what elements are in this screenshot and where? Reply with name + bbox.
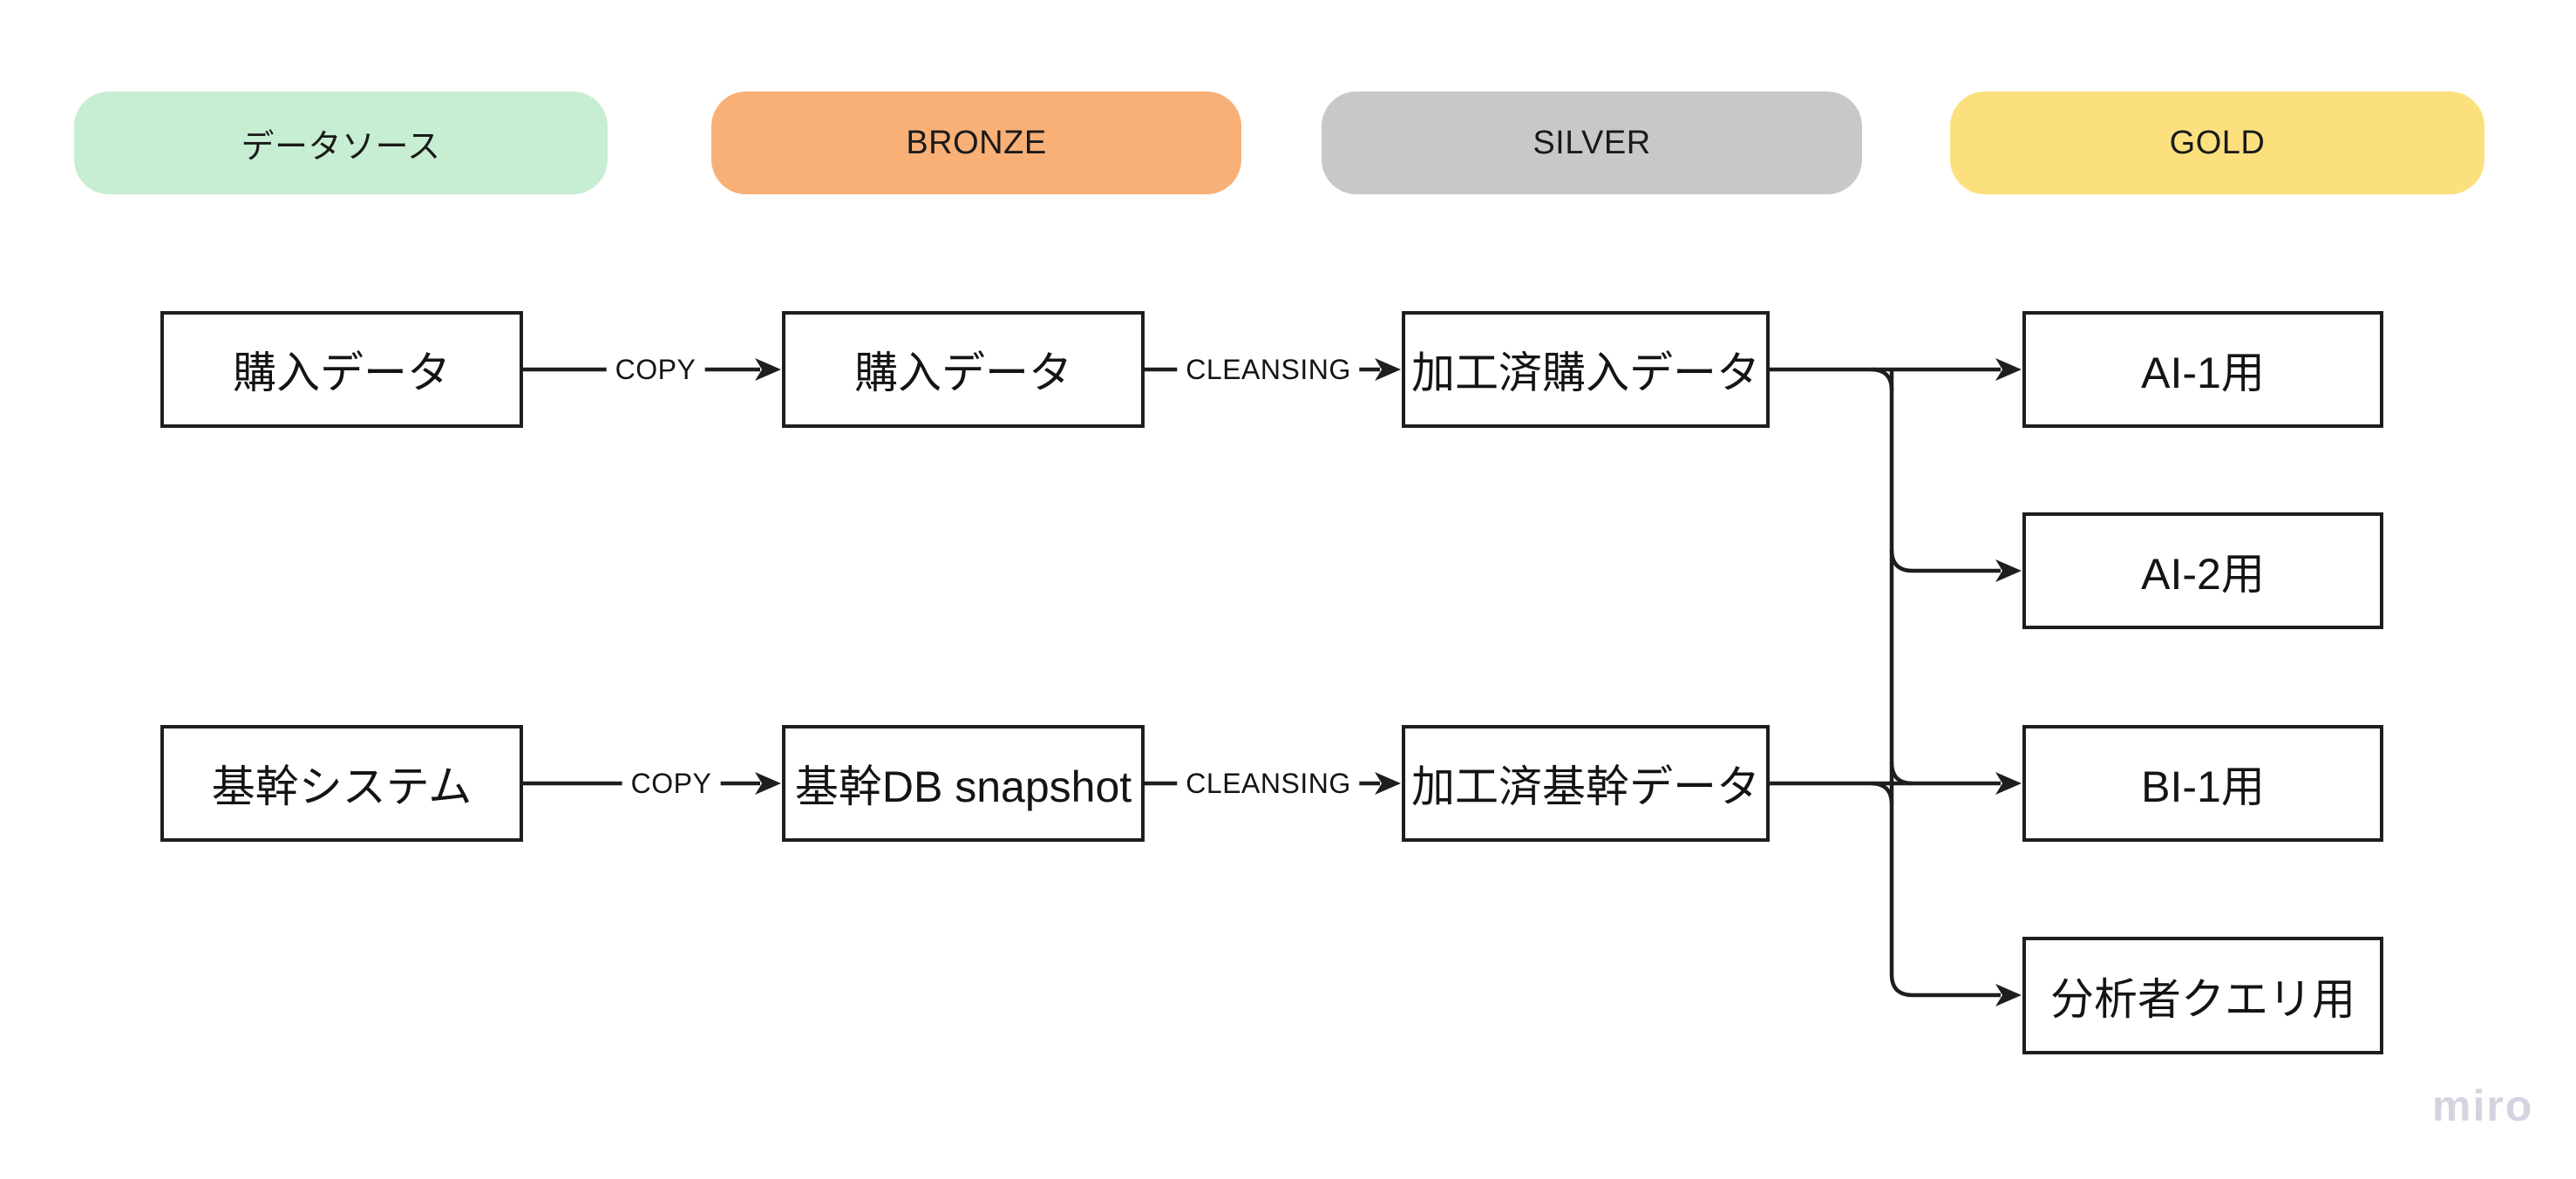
node-label: 基幹システム	[211, 762, 472, 811]
arrowhead-icon	[1995, 984, 2022, 1006]
node-core-bronze[interactable]: 基幹DB snapshot	[782, 725, 1145, 842]
lane-pill-silver[interactable]: SILVER	[1322, 91, 1862, 194]
lane-pill-bronze[interactable]: BRONZE	[711, 91, 1241, 194]
node-gold-ai1[interactable]: AI-1用	[2022, 311, 2383, 428]
arrowhead-icon	[1995, 358, 2022, 381]
arrowhead-icon	[1375, 358, 1401, 381]
node-purchase-bronze[interactable]: 購入データ	[782, 311, 1145, 428]
lane-pill-datasource[interactable]: データソース	[74, 91, 608, 194]
connector-core-silver-to-bi1[interactable]	[1770, 762, 2022, 805]
connector-bus-to-ai2[interactable]	[1889, 549, 2022, 582]
edge-label-copy-purchase[interactable]: COPY	[606, 353, 705, 386]
edge-label-copy-core[interactable]: COPY	[622, 767, 721, 800]
node-purchase-silver[interactable]: 加工済購入データ	[1402, 311, 1770, 428]
node-label: 加工済基幹データ	[1411, 762, 1760, 811]
connector-junction-fillet	[1889, 762, 1913, 786]
arrowhead-icon	[755, 772, 781, 795]
arrowhead-icon	[1995, 772, 2022, 795]
connector-junction-fillet	[1870, 367, 1894, 391]
node-gold-bi1[interactable]: BI-1用	[2022, 725, 2383, 842]
node-label: AI-1用	[2141, 349, 2265, 397]
lane-label: データソース	[241, 128, 441, 166]
edge-label-cleansing-purchase[interactable]: CLEANSING	[1177, 353, 1360, 386]
node-label: 分析者クエリ用	[2050, 974, 2355, 1024]
node-core-source[interactable]: 基幹システム	[160, 725, 523, 842]
connector-line	[1889, 369, 2001, 998]
node-label: 購入データ	[854, 349, 1072, 397]
arrowhead-icon	[1375, 772, 1401, 795]
node-gold-ai2[interactable]: AI-2用	[2022, 512, 2383, 629]
lane-pill-gold[interactable]: GOLD	[1950, 91, 2484, 194]
arrowhead-icon	[755, 358, 781, 381]
node-label: AI-2用	[2141, 550, 2265, 599]
lane-label: BRONZE	[906, 124, 1047, 161]
node-gold-analyst[interactable]: 分析者クエリ用	[2022, 937, 2383, 1054]
node-core-silver[interactable]: 加工済基幹データ	[1402, 725, 1770, 842]
node-label: 加工済購入データ	[1411, 349, 1760, 397]
lane-label: SILVER	[1533, 124, 1651, 161]
connector-bus-to-analyst[interactable]	[1870, 367, 2022, 1006]
node-label: 基幹DB snapshot	[794, 762, 1132, 811]
miro-logo: miro	[2432, 1081, 2534, 1130]
connector-purchase-silver-to-ai1[interactable]	[1770, 358, 2022, 381]
arrowhead-icon	[1995, 559, 2022, 582]
connector-line	[1889, 549, 2001, 573]
lane-label: GOLD	[2169, 124, 2266, 161]
connector-junction-fillet	[1870, 781, 1894, 805]
node-label: 購入データ	[233, 349, 451, 397]
edge-label-cleansing-core[interactable]: CLEANSING	[1177, 767, 1360, 800]
node-label: BI-1用	[2141, 762, 2265, 811]
node-purchase-source[interactable]: 購入データ	[160, 311, 523, 428]
